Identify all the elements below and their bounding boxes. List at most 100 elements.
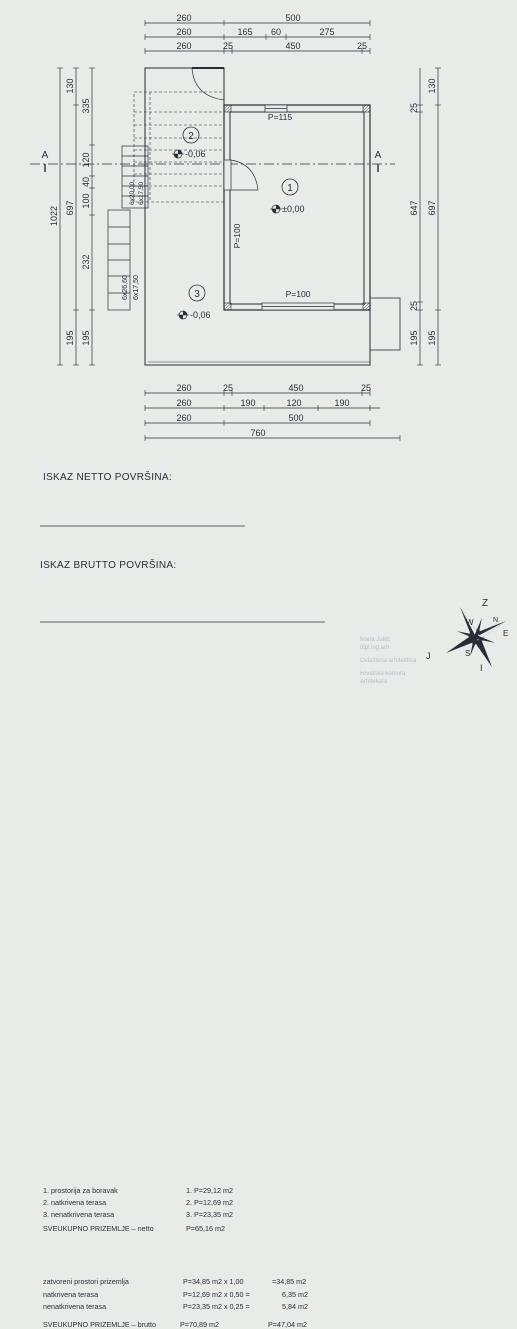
left-dim-3-4: 100 xyxy=(81,193,91,208)
section-line-a xyxy=(30,163,395,172)
left-dim-3-3: 40 xyxy=(81,177,91,187)
section-mark-right: A xyxy=(375,150,382,161)
top-window-label: P=115 xyxy=(268,112,292,122)
top-dim-2-4: 275 xyxy=(319,27,334,37)
signature-line-5: Arhitekata xyxy=(360,679,388,685)
bottom-dim-3-2: 500 xyxy=(288,413,303,423)
brutto-row-3-calc: P=23,35 m2 x 0,25 = xyxy=(183,1302,250,1311)
stair-label-2: 6x17,50 xyxy=(133,275,140,300)
stair-label-3: 6x20,00 xyxy=(129,181,136,205)
room-3-marker xyxy=(188,284,206,302)
top-dim-2-1: 260 xyxy=(176,27,191,37)
compass-i: I xyxy=(480,663,483,673)
signature-line-2: dipl.ing.arh. xyxy=(360,645,392,651)
bottom-dim-1-4: 25 xyxy=(361,383,371,393)
stairs xyxy=(107,145,149,311)
left-dim-total: 1022 xyxy=(49,206,59,226)
signature-line-1: Ivana Jukić xyxy=(360,637,391,643)
brutto-title: ISKAZ BRUTTO POVRŠINA: xyxy=(40,560,177,571)
brutto-row-1-result: =34,85 m2 xyxy=(272,1277,307,1286)
top-dim-3-1: 260 xyxy=(176,41,191,51)
level-marker-room-3 xyxy=(177,310,189,320)
compass-j: J xyxy=(426,651,431,661)
top-dimension-lines xyxy=(144,20,371,54)
netto-row-3-value: 3. P=23,35 m2 xyxy=(186,1210,233,1219)
netto-total-label: SVEUKUPNO PRIZEMLJE – netto xyxy=(43,1224,154,1233)
stair-label-1: 6x26,60 xyxy=(122,275,129,300)
floor-plan-drawing: 260 500 260 165 60 275 260 25 450 25 102… xyxy=(30,13,508,673)
left-door xyxy=(223,159,259,191)
top-dim-3-2: 25 xyxy=(223,41,233,51)
netto-row-3-name: 3. nenatkrivena terasa xyxy=(43,1210,115,1219)
brutto-row-3-name: nenatkrivena terasa xyxy=(43,1302,107,1311)
brutto-row-3-result: 5,84 m2 xyxy=(282,1302,308,1311)
compass-e: E xyxy=(503,629,508,638)
top-dim-3-3: 450 xyxy=(285,41,300,51)
left-dim-3-1: 335 xyxy=(81,98,91,113)
pergola-dashed xyxy=(133,91,225,203)
bottom-dim-1-2: 25 xyxy=(223,383,233,393)
right-dim-1-1: 25 xyxy=(409,103,419,113)
room-3-number: 3 xyxy=(194,289,200,300)
left-dim-3-2: 120 xyxy=(81,152,91,167)
stair-label-4: 6x17,50 xyxy=(138,181,145,205)
compass-z: Z xyxy=(482,598,488,609)
left-dim-3-5: 232 xyxy=(81,254,91,269)
bottom-dim-4-1: 760 xyxy=(250,428,265,438)
room-2-level: -0,06 xyxy=(185,149,206,159)
brutto-total-label: SVEUKUPNO PRIZEMLJE – brutto xyxy=(43,1320,157,1329)
bottom-dim-2-1: 260 xyxy=(176,398,191,408)
level-marker-room-2 xyxy=(172,149,184,159)
right-dim-1-4: 195 xyxy=(409,330,419,345)
netto-row-1-name: 1. prostorija za boravak xyxy=(43,1186,118,1195)
netto-total-value: P=65,16 m2 xyxy=(186,1224,225,1233)
netto-row-2-name: 2. natkrivena terasa xyxy=(43,1198,107,1207)
room-1-marker xyxy=(281,178,299,196)
top-dim-2-2: 165 xyxy=(237,27,252,37)
right-dim-2-1: 130 xyxy=(427,78,437,93)
bottom-dimension-lines xyxy=(144,390,401,441)
level-marker-room-1 xyxy=(270,204,282,214)
signature-line-4: Hrvatska komora xyxy=(360,671,406,677)
signature-line-3: Ovlaštena arhitektica xyxy=(360,658,417,664)
section-mark-left: A xyxy=(42,150,49,161)
top-dim-2-3: 60 xyxy=(271,27,281,37)
bottom-door xyxy=(261,302,335,311)
north-arrow xyxy=(445,606,507,668)
brutto-row-1-calc: P=34,85 m2 x 1,00 xyxy=(183,1277,244,1286)
compass-s: S xyxy=(465,649,470,658)
netto-row-2-value: 2. P=12,69 m2 xyxy=(186,1198,233,1207)
brutto-row-2-calc: P=12,69 m2 x 0,50 = xyxy=(183,1290,250,1299)
bottom-dim-3-1: 260 xyxy=(176,413,191,423)
brutto-row-2-result: 6,35 m2 xyxy=(282,1290,308,1299)
right-dimension-lines xyxy=(417,67,441,366)
room-1-level: ±0,00 xyxy=(282,204,304,214)
left-wall-label: P=100 xyxy=(232,223,242,248)
top-window xyxy=(264,104,288,113)
top-dim-1-1: 260 xyxy=(176,13,191,23)
bottom-dim-2-4: 190 xyxy=(334,398,349,408)
entry-door xyxy=(191,67,225,101)
brutto-row-1-name: zatvoreni prostori prizemlja xyxy=(43,1277,129,1286)
room-2-number: 2 xyxy=(188,131,194,142)
brutto-total-result: P=47,04 m2 xyxy=(268,1320,307,1329)
top-dim-3-4: 25 xyxy=(357,41,367,51)
bottom-dim-2-3: 120 xyxy=(286,398,301,408)
netto-row-1-value: 1. P=29,12 m2 xyxy=(186,1186,233,1195)
brutto-row-2-name: natkrivena terasa xyxy=(43,1290,99,1299)
right-dim-1-2: 647 xyxy=(409,200,419,215)
room-3-level: -0,06 xyxy=(190,310,211,320)
compass-w: W xyxy=(466,618,474,627)
right-dim-1-3: 25 xyxy=(409,301,419,311)
room-1-number: 1 xyxy=(287,183,293,194)
netto-title: ISKAZ NETTO POVRŠINA: xyxy=(43,472,172,483)
brutto-total-value: P=70,89 m2 xyxy=(180,1320,219,1329)
compass-n: N xyxy=(493,617,498,624)
room-2-marker xyxy=(182,126,200,144)
bottom-window-label: P=100 xyxy=(286,289,311,299)
left-dim-3-6: 195 xyxy=(81,330,91,345)
right-dim-2-3: 195 xyxy=(427,330,437,345)
left-dimension-lines xyxy=(57,67,95,366)
bottom-dim-2-2: 190 xyxy=(240,398,255,408)
drawing-sheet: 260 500 260 165 60 275 260 25 450 25 102… xyxy=(30,13,508,1329)
